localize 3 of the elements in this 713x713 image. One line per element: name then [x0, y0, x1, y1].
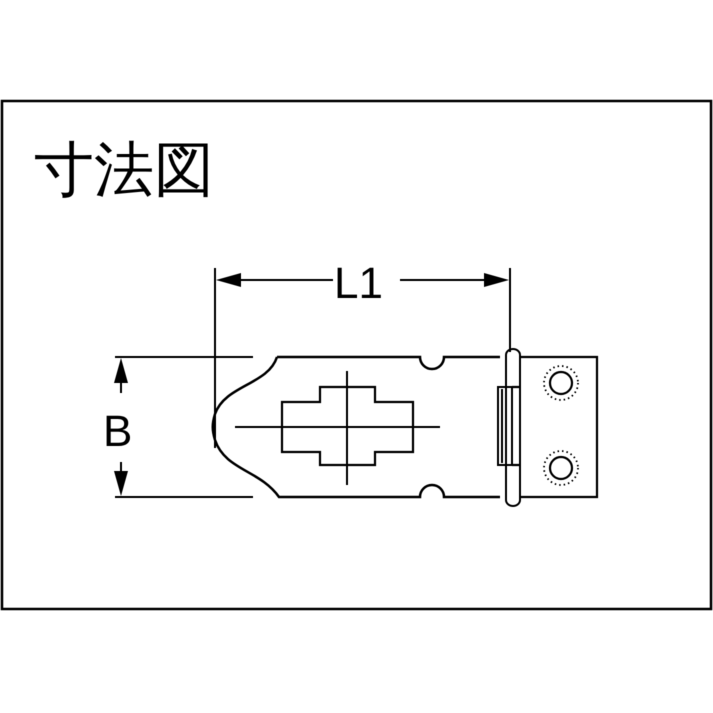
dimension-label: L1: [334, 262, 383, 306]
dimension-label: B: [103, 410, 132, 454]
title: 寸法図: [34, 140, 214, 200]
